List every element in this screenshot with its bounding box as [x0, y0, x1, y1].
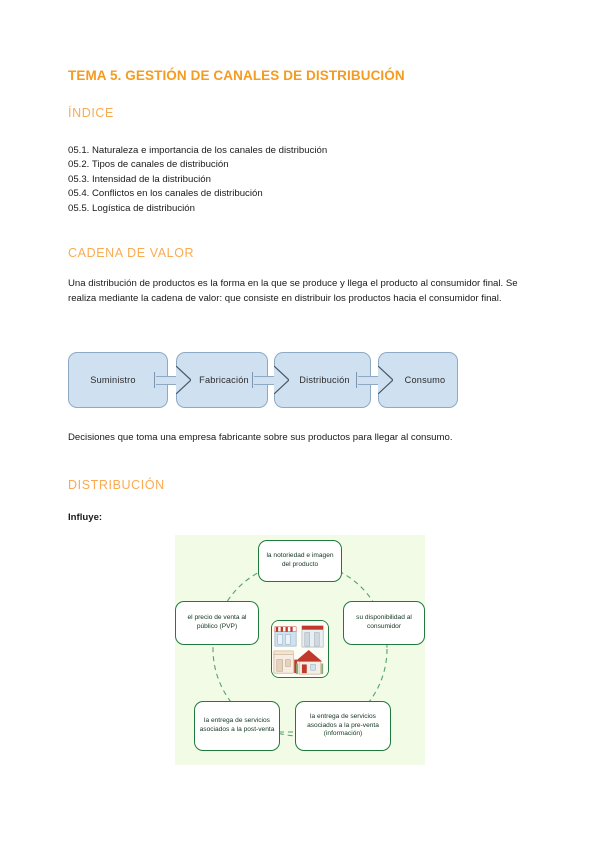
arrow-head-outline: [274, 366, 289, 394]
storefront-collage-icon: [271, 620, 329, 678]
chain-divider: [252, 372, 253, 388]
chain-step-label: Suministro: [90, 375, 136, 385]
arrow-right-icon: [254, 366, 294, 394]
chain-step-label: Distribución: [299, 375, 350, 385]
list-item: 05.3. Intensidad de la distribución: [68, 173, 211, 185]
influence-node-label: la entrega de servicios asociados a la p…: [307, 712, 379, 738]
chain-step-label: Fabricación: [199, 375, 249, 385]
value-chain-diagram: Suministro Fabricación Distribución Cons…: [68, 352, 458, 408]
paragraph-cadena-de-valor: Una distribución de productos es la form…: [68, 278, 518, 304]
influence-node-label: el precio de venta al público (PVP): [187, 614, 247, 630]
chain-step-suministro: Suministro: [68, 352, 168, 408]
influence-node-pre-venta: la entrega de servicios asociados a la p…: [295, 701, 391, 751]
chain-step-distribucion: Distribución: [274, 352, 371, 408]
arrow-right-icon: [358, 366, 398, 394]
influence-node-label: la notoriedad e imagen del producto: [266, 552, 334, 568]
chain-step-label: Consumo: [404, 375, 446, 385]
page-title: TEMA 5. GESTIÓN DE CANALES DE DISTRIBUCI…: [68, 68, 405, 83]
chain-divider: [356, 372, 357, 388]
list-item: 05.2. Tipos de canales de distribución: [68, 159, 229, 171]
arrow-head-outline: [176, 366, 191, 394]
section-heading-cadena-de-valor: CADENA DE VALOR: [68, 246, 195, 260]
list-item: 05.5. Logística de distribución: [68, 202, 195, 214]
index-list: 05.1. Naturaleza e importancia de los ca…: [68, 144, 327, 216]
influence-node-precio: el precio de venta al público (PVP): [175, 601, 259, 645]
paragraph-decisiones: Decisiones que toma una empresa fabrican…: [68, 432, 453, 443]
influence-diagram: la notoriedad e imagen del producto el p…: [175, 535, 425, 765]
influence-node-post-venta: la entrega de servicios asociados a la p…: [194, 701, 280, 751]
arrow-right-icon: [156, 366, 196, 394]
list-item: 05.1. Naturaleza e importancia de los ca…: [68, 145, 328, 156]
list-item: 05.4. Conflictos en los canales de distr…: [68, 188, 263, 200]
influence-node-label: la entrega de servicios asociados a la p…: [199, 717, 275, 733]
influence-node-notoriedad: la notoriedad e imagen del producto: [258, 540, 342, 582]
arrow-head-outline: [378, 366, 393, 394]
influence-node-label: su disponibilidad al consumidor: [356, 614, 412, 630]
section-heading-indice: ÍNDICE: [68, 106, 114, 120]
chain-divider: [154, 372, 155, 388]
section-heading-distribucion: DISTRIBUCIÓN: [68, 478, 165, 492]
influence-node-disponibilidad: su disponibilidad al consumidor: [343, 601, 425, 645]
paragraph-influye: Influye:: [68, 512, 103, 523]
